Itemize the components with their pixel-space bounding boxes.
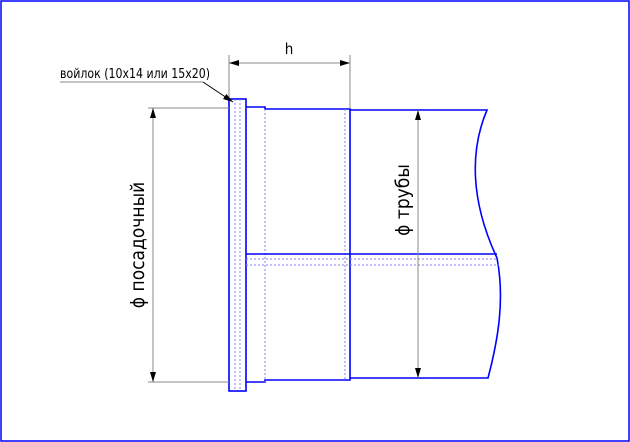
dimension-h: h bbox=[228, 40, 351, 108]
pipe-diameter-label: ϕ трубы bbox=[392, 164, 414, 236]
flange bbox=[228, 98, 247, 392]
height-dim-label: h bbox=[285, 40, 294, 58]
felt-leader: войлок (10x14 или 15x20) bbox=[60, 67, 234, 103]
adapter-body bbox=[246, 106, 351, 383]
felt-note-label: войлок (10x14 или 15x20) bbox=[60, 67, 210, 82]
dimension-pipe-diameter: ϕ трубы bbox=[392, 110, 421, 378]
dimension-seat-diameter: ϕ посадочный bbox=[127, 107, 229, 383]
seat-diameter-label: ϕ посадочный bbox=[127, 182, 149, 308]
pipe bbox=[246, 109, 502, 379]
